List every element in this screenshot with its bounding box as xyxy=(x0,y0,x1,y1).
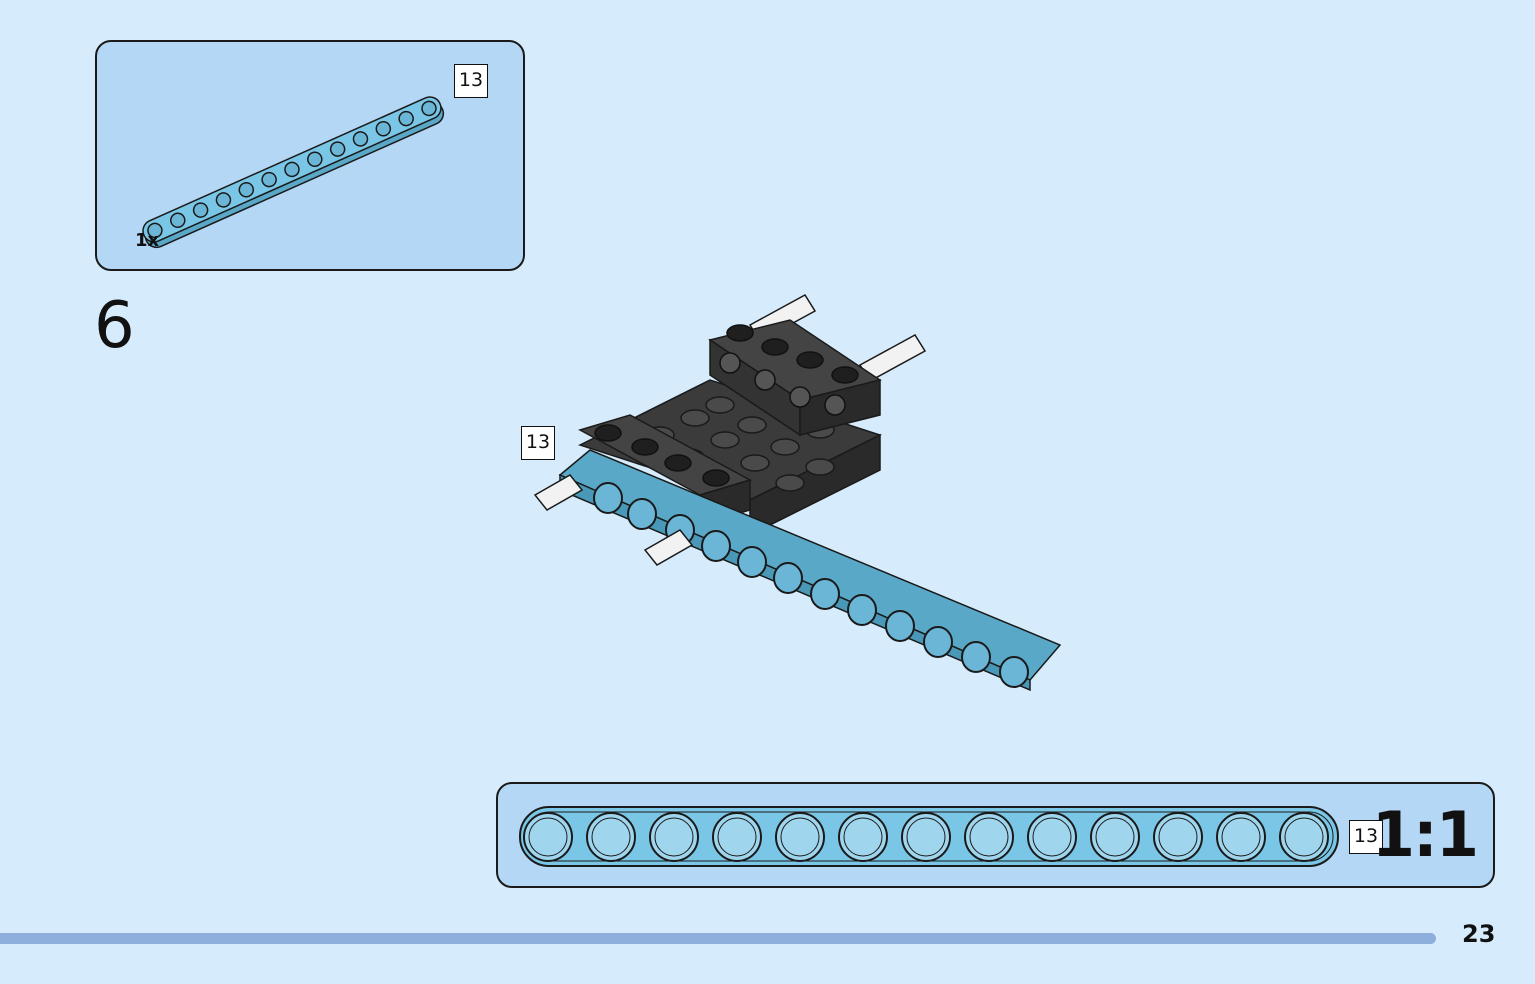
scale-element-count-tag: 13 xyxy=(1349,820,1383,854)
part-quantity: 1x xyxy=(135,230,160,251)
page-number: 23 xyxy=(1462,920,1496,948)
step-number: 6 xyxy=(94,289,135,363)
footer-bar xyxy=(0,933,1436,944)
model-element-count-tag: 13 xyxy=(521,426,555,460)
azure-beam-part-icon xyxy=(142,96,445,249)
scale-ratio-label: 1:1 xyxy=(1371,798,1479,871)
beam-actual-size-icon xyxy=(519,806,1339,867)
assembled-model-illustration xyxy=(533,294,1062,692)
element-count-tag: 13 xyxy=(454,64,488,98)
parts-callout: 13 1x xyxy=(95,40,525,271)
scale-guide: 13 1:1 xyxy=(496,782,1495,888)
